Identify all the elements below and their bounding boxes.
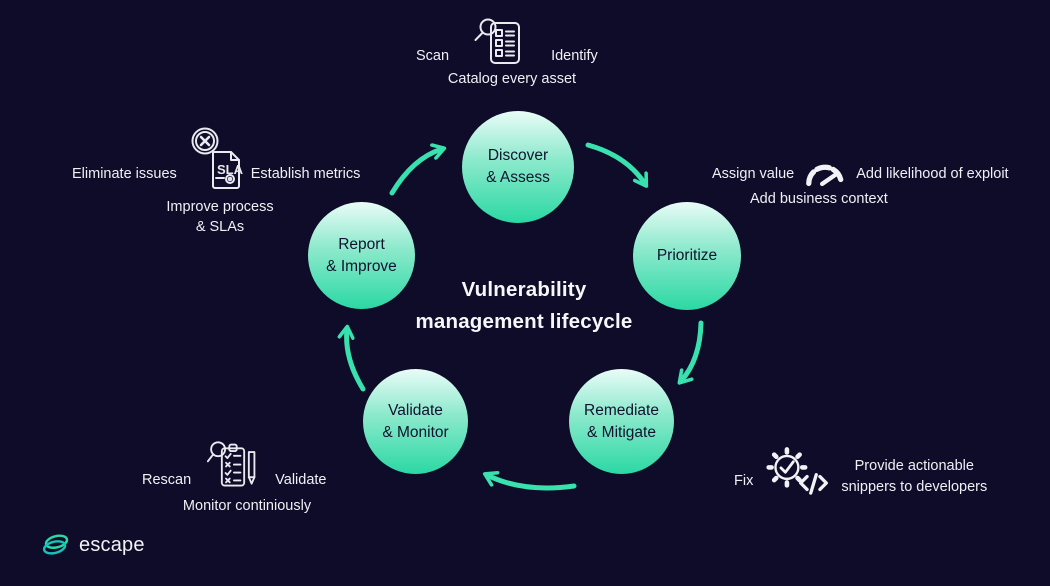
annotation-text: Improve process & SLAs <box>72 197 368 237</box>
gear-check-code-icon <box>764 444 830 500</box>
node-label: Report <box>338 235 385 253</box>
gauge-icon <box>804 156 846 188</box>
node-remediate-mitigate: Remediate & Mitigate <box>569 369 674 474</box>
node-label: Prioritize <box>656 247 718 264</box>
annotation-text: Eliminate issues <box>72 166 177 182</box>
sla-document-x-icon: SLA <box>184 126 244 194</box>
node-report-improve: Report & Improve <box>308 202 415 309</box>
diagram-title-line2: management lifecycle <box>415 310 633 333</box>
node-label: Discover <box>487 147 549 164</box>
arrow-report-to-discover <box>389 149 442 196</box>
node-validate-monitor: Validate & Monitor <box>363 369 468 474</box>
annotation-text: Establish metrics <box>250 166 361 182</box>
annotation-text-line2: snippers to developers <box>841 479 988 495</box>
sla-icon-label: SLA <box>217 162 244 177</box>
annotation-remediate: Fix <box>734 442 987 500</box>
arrow-remediate-to-validate <box>487 475 577 491</box>
node-label: & Monitor <box>382 423 449 441</box>
arrow-validate-to-report <box>347 329 366 392</box>
node-label: & Improve <box>326 257 397 275</box>
diagram-title: Vulnerability management lifecycle <box>374 274 674 338</box>
node-label: & Assess <box>486 169 550 186</box>
annotation-text: Catalog every asset <box>447 71 577 87</box>
annotation-text: Assign value <box>712 166 795 182</box>
annotation-text: Identify <box>551 48 598 64</box>
annotation-text: Fix <box>734 473 754 489</box>
clipboard-magnifier-pencil-icon <box>206 438 260 494</box>
node-discover-assess: Discover & Assess <box>462 111 574 223</box>
arrow-prioritize-to-remediate <box>681 320 704 381</box>
node-label: Remediate <box>584 401 659 419</box>
annotation-text: Add business context <box>750 191 888 207</box>
annotation-text: Rescan <box>142 472 192 488</box>
arrow-discover-to-prioritize <box>585 142 645 184</box>
escape-logo: escape <box>40 531 145 559</box>
annotation-text-line1: Improve process <box>166 199 274 215</box>
checklist-magnifier-icon <box>473 18 527 66</box>
diagram-title-line1: Vulnerability <box>461 278 587 301</box>
node-label: Validate <box>388 401 443 419</box>
annotation-text-line2: & SLAs <box>195 219 245 235</box>
escape-logo-text: escape <box>79 533 145 556</box>
annotation-text: Add likelihood of exploit <box>856 166 1009 182</box>
annotation-text: Validate <box>275 472 327 488</box>
annotation-text-line1: Provide actionable <box>854 458 974 474</box>
annotation-text: Monitor continiously <box>182 498 312 514</box>
escape-logo-icon <box>40 531 72 559</box>
annotation-discover: Scan Identify Catalog every asset <box>416 18 608 87</box>
annotation-report: Eliminate issues SLA Establish metrics I… <box>72 126 368 237</box>
annotation-validate: Rescan Validate Monitor continiously <box>142 436 340 514</box>
annotation-text: Provide actionable snippers to developer… <box>841 456 987 498</box>
annotation-text: Scan <box>416 48 450 64</box>
annotation-prioritize: Assign value Add likelihood of exploit A… <box>712 152 1009 207</box>
node-label: & Mitigate <box>587 423 656 441</box>
node-prioritize: Prioritize <box>633 202 741 310</box>
